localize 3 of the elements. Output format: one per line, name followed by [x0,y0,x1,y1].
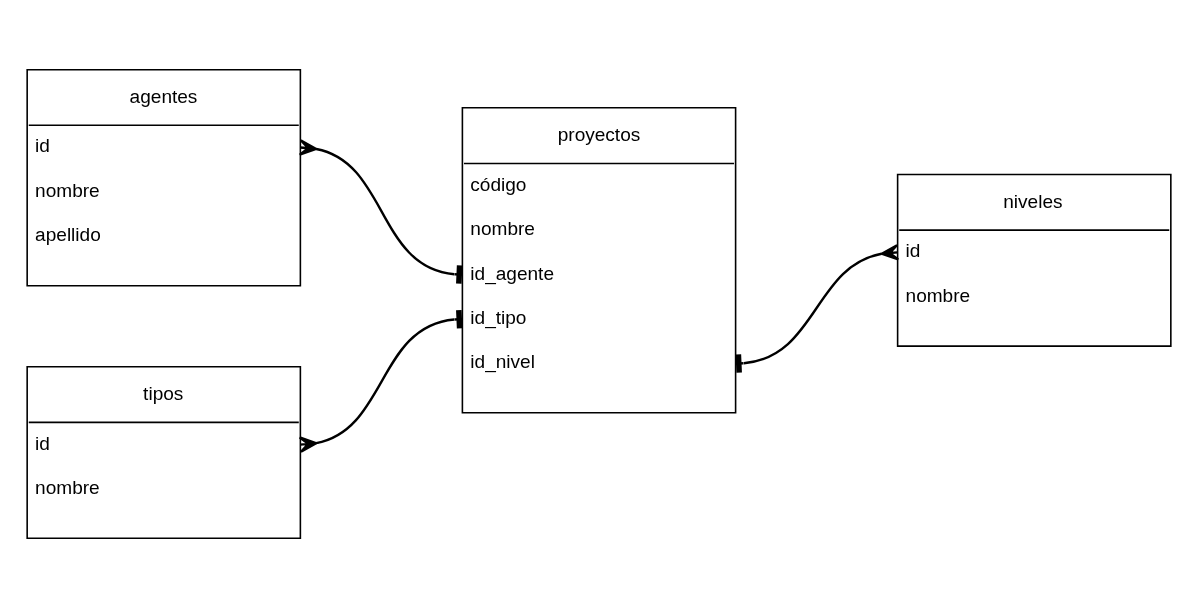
connector [735,244,900,373]
connector [298,310,463,453]
connector [298,139,463,284]
